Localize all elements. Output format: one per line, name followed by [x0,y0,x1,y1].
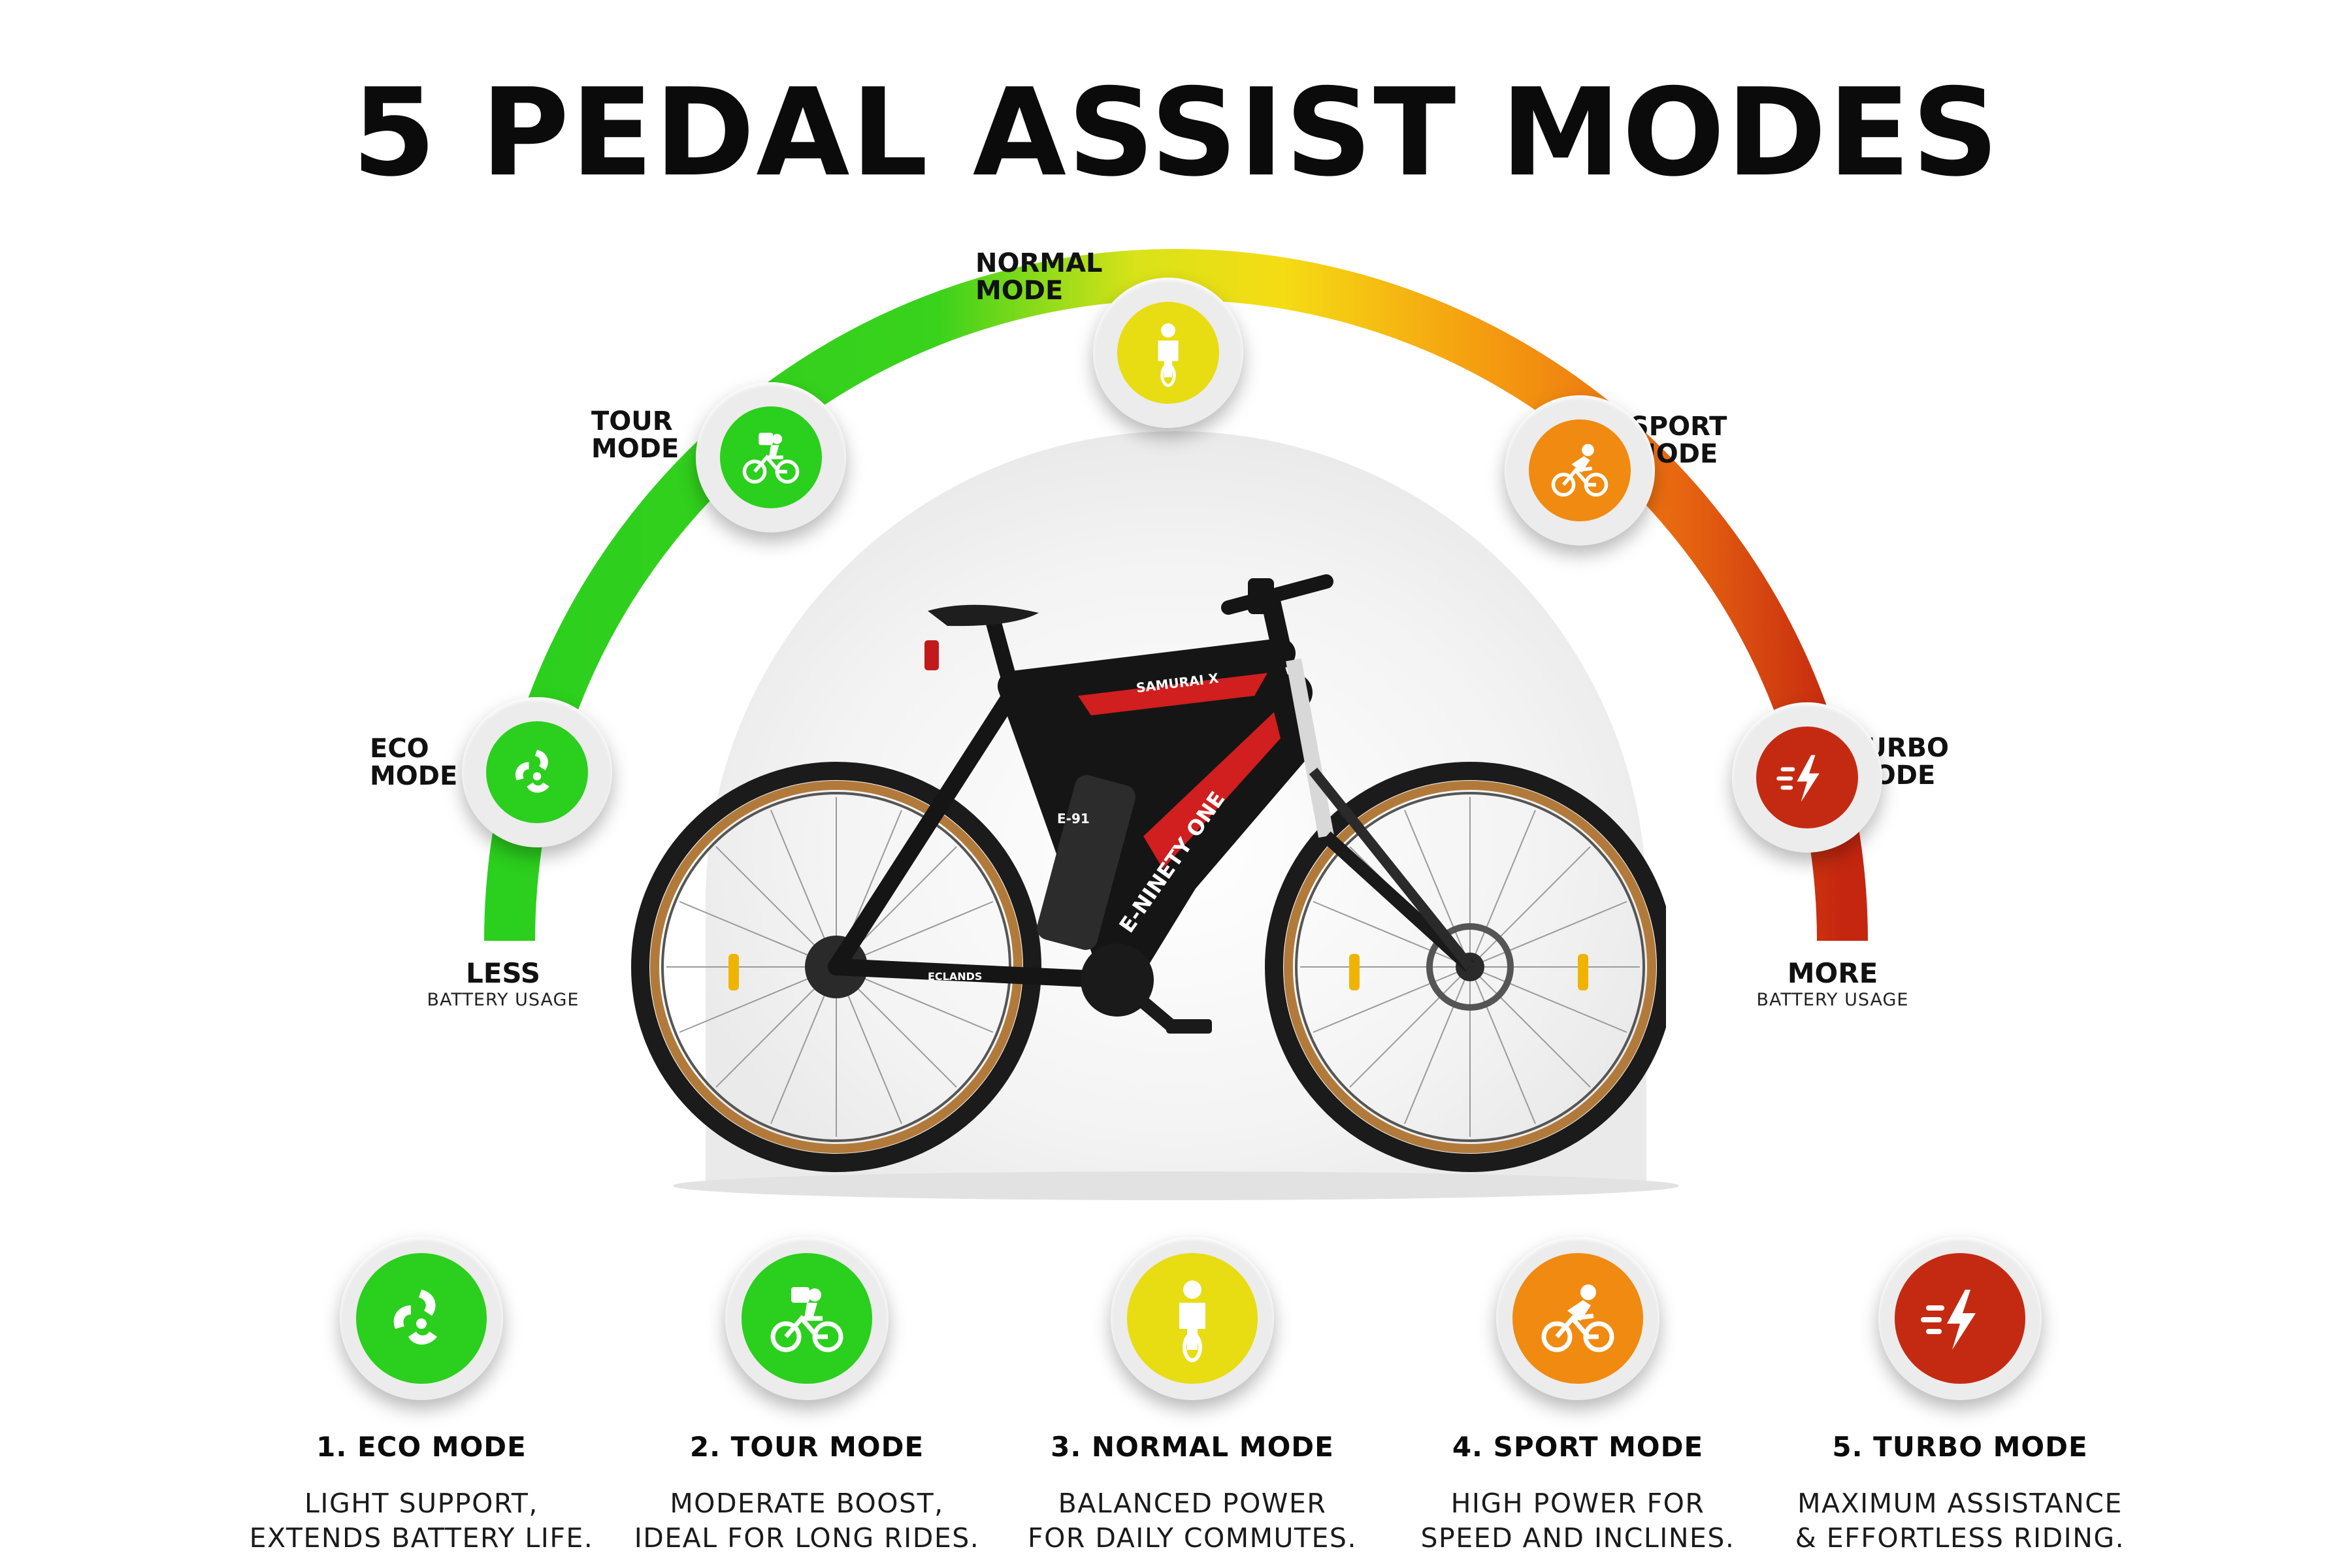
card-icon-turbo [1878,1237,2042,1400]
mode-card-title: 1. ECO MODE [316,1431,527,1463]
mode-card-desc: HIGH POWER FOR [1450,1488,1705,1519]
mode-disc [1895,1253,2025,1384]
arc-mode-normal [1093,278,1243,428]
lightning-speed-icon [1921,1290,1976,1350]
card-icon-sport [1496,1237,1659,1400]
bike-frame [828,574,1475,1034]
mode-card-title: 4. SPORT MODE [1452,1431,1704,1463]
standing-rider-icon [1179,1281,1205,1362]
chainstay-brand: ECLANDS [928,970,982,983]
arc-mode-sport [1505,395,1655,546]
mode-card-turbo: 5. TURBO MODE MAXIMUM ASSISTANCE & EFFOR… [1771,1235,2149,1556]
recycle-leaves-icon [515,749,549,793]
delivery-cyclist-icon [770,1287,843,1352]
mode-card-desc: EXTENDS BATTERY LIFE. [249,1522,594,1554]
mode-disc [742,1253,872,1384]
card-icon-eco [340,1237,503,1400]
standing-rider-icon [1158,323,1179,387]
mode-card-sport: 4. SPORT MODE HIGH POWER FOR SPEED AND I… [1388,1235,1767,1556]
mode-card-desc: SPEED AND INCLINES. [1420,1522,1735,1554]
mode-card-desc: BALANCED POWER [1058,1488,1327,1519]
arc-mode-turbo [1732,702,1882,853]
arc-mode-eco [462,697,612,847]
mode-card-desc: & EFFORTLESS RIDING. [1795,1522,2125,1554]
sport-cyclist-icon [1551,444,1609,497]
gauge-arc [484,249,1868,941]
mode-card-title: 3. NORMAL MODE [1051,1431,1334,1463]
recycle-leaves-icon [393,1290,437,1345]
mode-card-desc: MODERATE BOOST, [670,1488,944,1519]
ground-shadow [673,1171,1679,1200]
mode-card-eco: 1. ECO MODE LIGHT SUPPORT, EXTENDS BATTE… [232,1235,611,1556]
mode-card-desc: MAXIMUM ASSISTANCE [1797,1488,2123,1519]
delivery-cyclist-icon [742,433,800,484]
sport-cyclist-icon [1541,1284,1614,1352]
mode-card-tour: 2. TOUR MODE MODERATE BOOST, IDEAL FOR L… [617,1235,996,1556]
mode-card-desc: FOR DAILY COMMUTES. [1027,1522,1357,1554]
lightning-speed-icon [1776,755,1820,802]
less-sublabel: BATTERY USAGE [427,990,580,1010]
mode-disc [1512,1253,1643,1384]
mode-card-normal: 3. NORMAL MODE BALANCED POWER FOR DAILY … [1003,1235,1382,1556]
mode-disc [486,721,588,823]
mode-disc [1529,419,1631,521]
mode-disc [1117,302,1219,404]
battery-logo: E-91 [1057,811,1090,826]
page-title: 5 PEDAL ASSIST MODES [351,62,2001,203]
mode-card-title: 2. TOUR MODE [689,1431,924,1463]
mode-disc [356,1253,487,1384]
more-sublabel: BATTERY USAGE [1756,990,1909,1010]
mode-disc [1756,727,1858,828]
more-label: MORE [1787,957,1878,989]
less-label: LESS [465,957,541,989]
mode-card-title: 5. TURBO MODE [1832,1431,2088,1463]
front-wheel [1265,762,1666,1172]
e-bike-image: SAMURAI X E-NINETY ONE E-91 ECLANDS [631,574,1666,1172]
mode-card-desc: LIGHT SUPPORT, [304,1488,538,1519]
mode-disc [1127,1253,1258,1384]
card-icon-tour [725,1237,889,1400]
mode-card-desc: IDEAL FOR LONG RIDES. [634,1522,980,1554]
mode-disc [720,406,822,508]
arc-mode-tour [696,382,846,532]
card-icon-normal [1111,1237,1274,1400]
